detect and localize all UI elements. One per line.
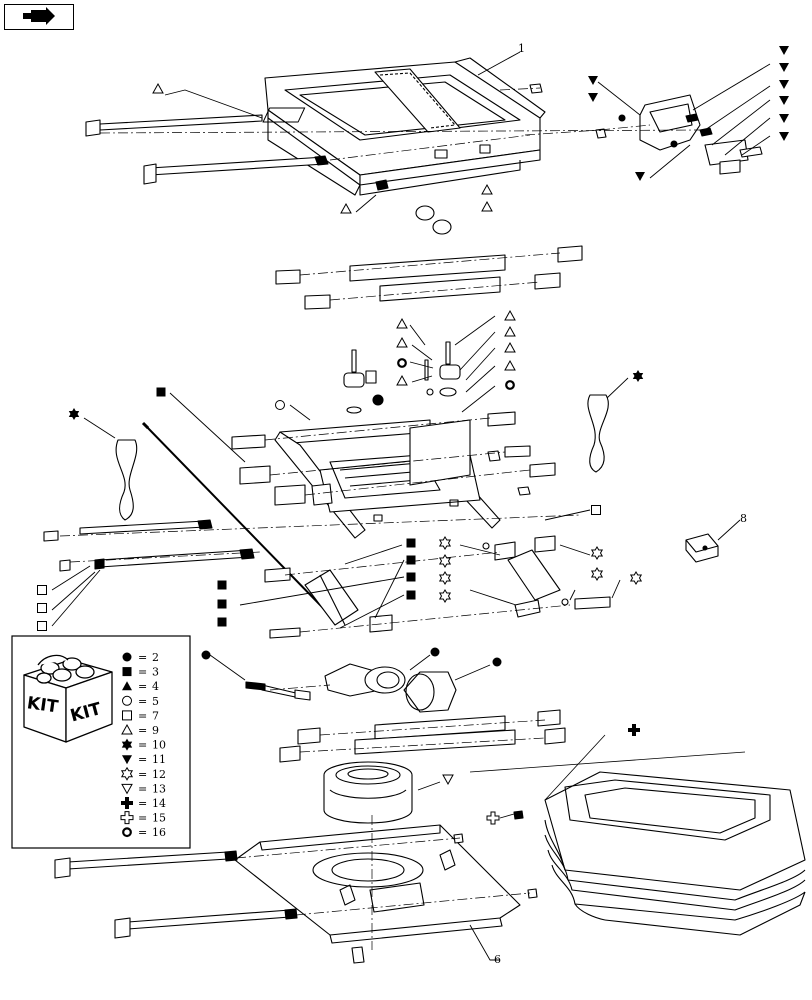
legend-part-number: 9 [152,724,159,737]
legend-part-number: 5 [152,695,159,708]
legend-equals: = [138,753,147,766]
legend-equals: = [138,782,147,795]
lower-bushings [279,709,566,763]
square-open-icon [122,710,132,721]
legend-list: =2=3=4=5=7=9=10=11=12=13=14=15=16 [120,651,166,839]
circle-open-icon [122,695,132,706]
legend-row: =4 [122,680,159,693]
legend-equals: = [138,651,147,664]
legend-part-number: 14 [152,797,166,810]
callout-8: 8 [740,512,747,525]
legend-row: = 13 [121,782,166,795]
legend-equals: = [138,709,147,722]
legend-part-number: 10 [152,739,166,752]
left-cylinder [264,567,393,639]
scissor-mechanism [231,411,556,539]
legend-part-number: 7 [152,709,159,722]
kit-legend-box: KIT KIT [11,635,191,849]
legend-row: = 12 [121,767,166,781]
legend-row: = 15 [120,811,166,825]
upper-bushings [275,245,583,310]
kit-label-left: KIT [26,693,60,717]
legend-equals: = [138,724,147,737]
base-plate [234,824,521,944]
legend-row: =9 [121,724,159,737]
upper-rods [85,114,329,185]
square-filled-icon [122,667,132,677]
actuator-assemblies [245,663,457,713]
legend-row: = 14 [121,797,166,810]
legend-equals: = [138,812,147,825]
legend-equals: = [138,695,147,708]
legend-row: = 16 [122,826,166,839]
right-bracket [618,94,763,175]
right-cylinder [482,535,611,618]
part-8-clip [685,533,719,563]
legend-equals: = [138,797,147,810]
legend-equals: = [138,680,147,693]
legend-row: =7 [122,709,159,722]
arrow-right-icon [23,7,55,25]
lower-rods [54,810,538,964]
center-spacers [343,341,461,414]
alignment-lines [59,87,701,950]
legend-equals: = [138,768,147,781]
middle-rods [43,519,255,572]
legend-part-number: 15 [152,812,166,825]
legend-part-number: 3 [152,666,159,679]
leader-lines [51,51,771,961]
legend-part-number: 12 [152,768,166,781]
bellows-boot [544,771,806,936]
legend-row: = 11 [122,753,166,766]
legend-equals: = [138,826,147,839]
legend-row: = 10 [121,738,166,752]
nav-arrow-button[interactable] [4,4,74,30]
legend-part-number: 4 [152,680,159,693]
straps [115,394,609,521]
kit-box-icon [23,654,113,743]
top-slide-frame [262,57,546,196]
ring-bold-icon [122,827,132,838]
legend-row: =5 [122,695,159,708]
circle-filled-icon [122,652,132,662]
bumpers [375,179,452,235]
swivel-drum [323,761,413,824]
legend-part-number: 11 [152,753,166,766]
callout-1: 1 [518,42,525,55]
legend-part-number: 13 [152,782,166,795]
legend-equals: = [138,666,147,679]
legend-part-number: 2 [152,651,159,664]
legend-row: =2 [122,651,159,664]
legend-equals: = [138,739,147,752]
callout-6: 6 [494,953,501,966]
legend-part-number: 16 [152,826,166,839]
legend-row: =3 [122,666,159,679]
